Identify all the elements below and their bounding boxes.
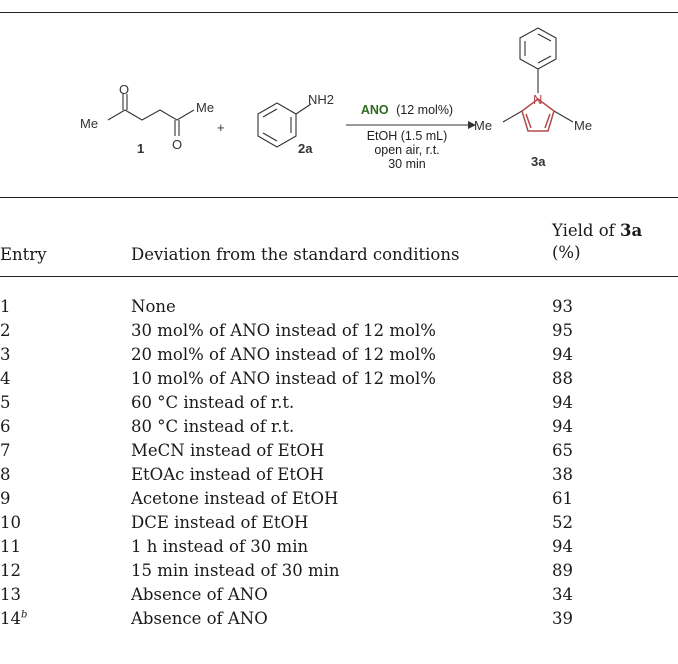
catalyst-loading: (12 mol%) bbox=[396, 103, 453, 117]
deviation-cell: 10 mol% of ANO instead of 12 mol% bbox=[131, 369, 436, 388]
header-entry: Entry bbox=[0, 245, 47, 264]
entry-cell: 6 bbox=[0, 417, 11, 436]
nitrogen-atom: N bbox=[533, 92, 542, 107]
entry-cell: 9 bbox=[0, 489, 11, 508]
methyl-bond-left bbox=[502, 110, 523, 123]
nh2-label: NH2 bbox=[308, 92, 334, 107]
yield-cell: 93 bbox=[552, 297, 573, 316]
yield-cell: 65 bbox=[552, 441, 573, 460]
yield-cell: 95 bbox=[552, 321, 573, 340]
deviation-cell: Absence of ANO bbox=[131, 585, 268, 604]
compound-2a-label: 2a bbox=[298, 141, 313, 156]
conditions-solvent: EtOH (1.5 mL) bbox=[367, 129, 448, 143]
deviation-cell: None bbox=[131, 297, 176, 316]
entry-cell: 3 bbox=[0, 345, 11, 364]
yield-cell: 38 bbox=[552, 465, 573, 484]
entry-cell: 12 bbox=[0, 561, 21, 580]
entry-cell: 4 bbox=[0, 369, 11, 388]
entry-cell: 2 bbox=[0, 321, 11, 340]
entry-cell: 8 bbox=[0, 465, 11, 484]
oxygen-atom-1: O bbox=[119, 82, 129, 97]
compound-3a-label: 3a bbox=[531, 154, 546, 169]
table-row: 11 1 h instead of 30 min 94 bbox=[0, 536, 678, 557]
methyl-bond-right bbox=[553, 110, 574, 123]
deviation-cell: 1 h instead of 30 min bbox=[131, 537, 309, 556]
deviation-cell: 80 °C instead of r.t. bbox=[131, 417, 295, 436]
deviation-cell: 15 min instead of 30 min bbox=[131, 561, 340, 580]
yield-cell: 94 bbox=[552, 417, 573, 436]
entry-cell: 11 bbox=[0, 537, 21, 556]
yield-cell: 52 bbox=[552, 513, 573, 532]
footnote-marker: b bbox=[21, 609, 28, 621]
table-row: 1 None 93 bbox=[0, 296, 678, 317]
deviation-cell: MeCN instead of EtOH bbox=[131, 441, 325, 460]
product-methyl-right: Me bbox=[574, 118, 592, 133]
header-yield-unit: (%) bbox=[552, 243, 581, 262]
yield-cell: 34 bbox=[552, 585, 573, 604]
table-row: 6 80 °C instead of r.t. 94 bbox=[0, 416, 678, 437]
pyrrole-ring bbox=[521, 98, 555, 132]
entry-cell: 5 bbox=[0, 393, 11, 412]
yield-cell: 94 bbox=[552, 345, 573, 364]
top-rule bbox=[0, 12, 678, 13]
table-row: 9 Acetone instead of EtOH 61 bbox=[0, 488, 678, 509]
table-row: 5 60 °C instead of r.t. 94 bbox=[0, 392, 678, 413]
diketone-skeleton bbox=[107, 109, 195, 121]
yield-cell: 89 bbox=[552, 561, 573, 580]
table-row: 2 30 mol% of ANO instead of 12 mol% 95 bbox=[0, 320, 678, 341]
table-row: 12 15 min instead of 30 min 89 bbox=[0, 560, 678, 581]
conditions-atmosphere: open air, r.t. bbox=[374, 143, 439, 157]
scheme-bottom-rule bbox=[0, 197, 678, 198]
reaction-scheme: O O Me Me 1 + NH2 2a Me Me 3a N ANO (12 … bbox=[80, 27, 592, 171]
aniline-ring bbox=[257, 102, 297, 148]
conditions-catalyst-line: ANO (12 mol%) bbox=[361, 103, 453, 117]
table-row: 13 Absence of ANO 34 bbox=[0, 584, 678, 605]
plus-sign: + bbox=[217, 120, 225, 135]
table-row: 3 20 mol% of ANO instead of 12 mol% 94 bbox=[0, 344, 678, 365]
nh2-bond bbox=[295, 103, 312, 115]
methyl-right-label: Me bbox=[196, 100, 214, 115]
entry-cell: 1 bbox=[0, 297, 11, 316]
header-deviation: Deviation from the standard conditions bbox=[131, 245, 460, 264]
methyl-left-label: Me bbox=[80, 116, 98, 131]
table-row: 14b Absence of ANO 39 bbox=[0, 608, 678, 629]
header-yield-compound: 3a bbox=[620, 221, 643, 240]
header-bottom-rule bbox=[0, 276, 678, 277]
table-row: 4 10 mol% of ANO instead of 12 mol% 88 bbox=[0, 368, 678, 389]
header-yield: Yield of 3a (%) bbox=[552, 220, 678, 264]
entry-cell: 14b bbox=[0, 609, 28, 628]
deviation-cell: 20 mol% of ANO instead of 12 mol% bbox=[131, 345, 436, 364]
compound-1-label: 1 bbox=[137, 141, 144, 156]
deviation-cell: EtOAc instead of EtOH bbox=[131, 465, 324, 484]
table-row: 7 MeCN instead of EtOH 65 bbox=[0, 440, 678, 461]
yield-cell: 94 bbox=[552, 537, 573, 556]
yield-cell: 61 bbox=[552, 489, 573, 508]
deviation-cell: Acetone instead of EtOH bbox=[131, 489, 339, 508]
entry-cell: 13 bbox=[0, 585, 21, 604]
catalyst-name: ANO bbox=[361, 103, 389, 117]
conditions-time: 30 min bbox=[388, 157, 426, 171]
deviation-cell: 30 mol% of ANO instead of 12 mol% bbox=[131, 321, 436, 340]
table-row: 10 DCE instead of EtOH 52 bbox=[0, 512, 678, 533]
deviation-cell: Absence of ANO bbox=[131, 609, 268, 628]
deviation-cell: DCE instead of EtOH bbox=[131, 513, 309, 532]
entry-cell: 10 bbox=[0, 513, 21, 532]
table-row: 8 EtOAc instead of EtOH 38 bbox=[0, 464, 678, 485]
entry-cell: 7 bbox=[0, 441, 11, 460]
header-yield-line1: Yield of bbox=[552, 221, 615, 240]
yield-cell: 39 bbox=[552, 609, 573, 628]
oxygen-atom-2: O bbox=[172, 137, 182, 152]
deviation-cell: 60 °C instead of r.t. bbox=[131, 393, 295, 412]
yield-cell: 88 bbox=[552, 369, 573, 388]
yield-cell: 94 bbox=[552, 393, 573, 412]
product-methyl-left: Me bbox=[474, 118, 492, 133]
